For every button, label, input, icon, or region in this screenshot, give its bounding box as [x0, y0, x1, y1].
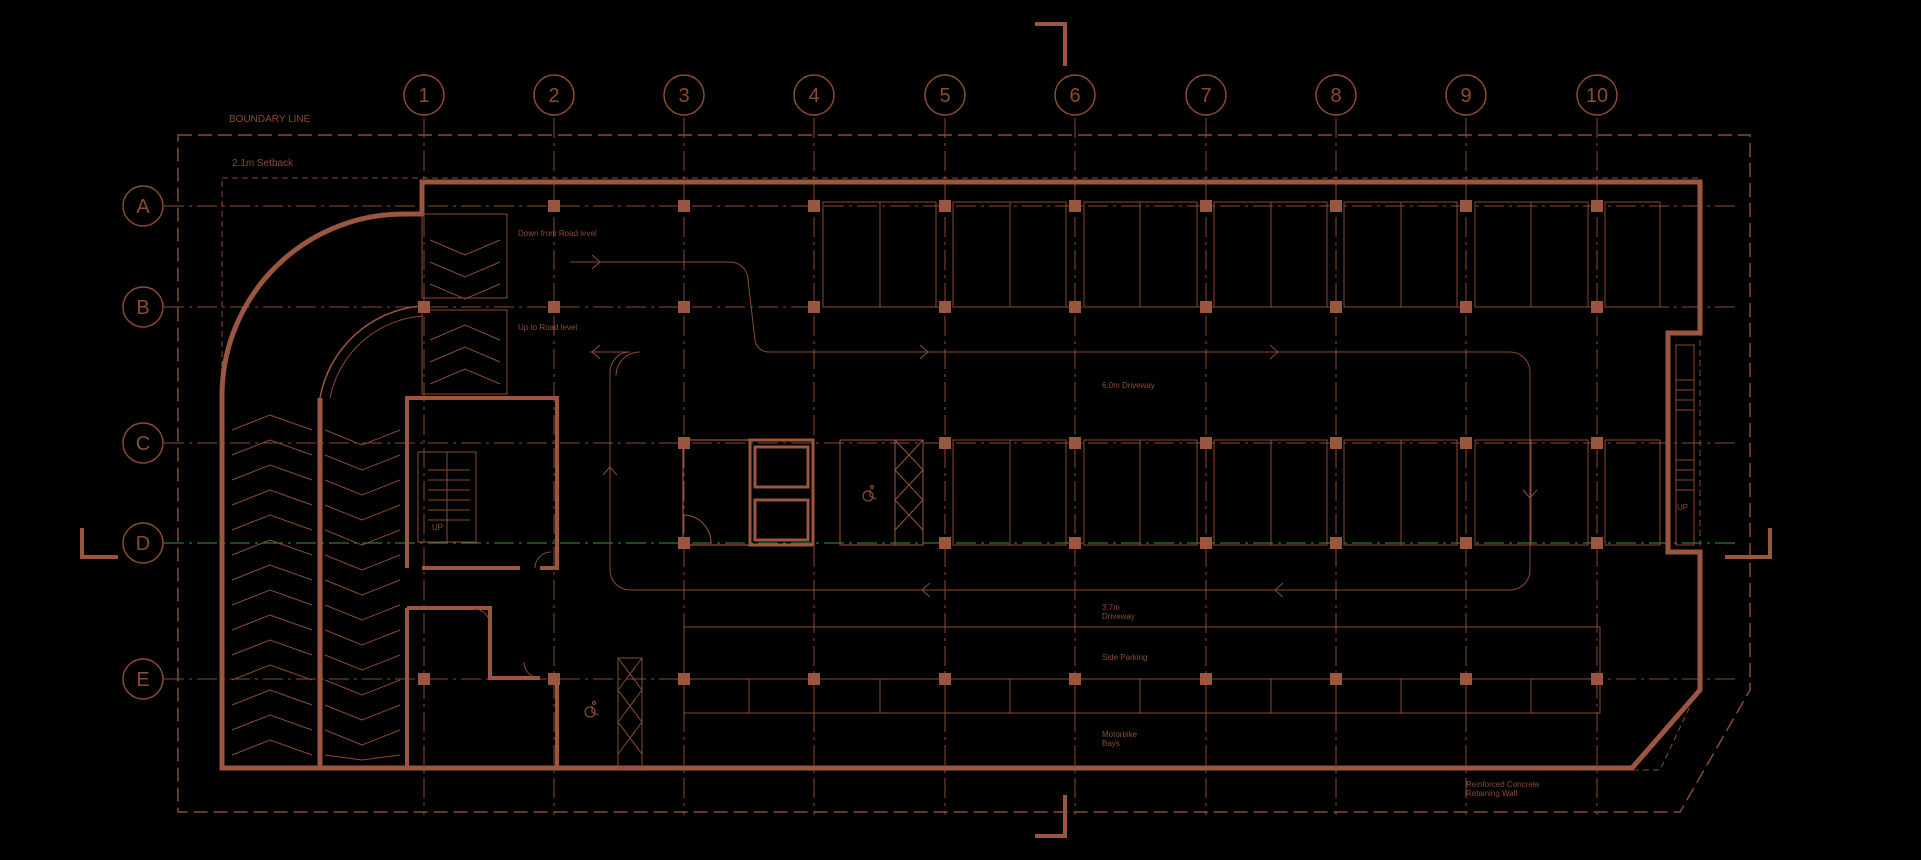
- section-marker-bottom: [1035, 795, 1067, 838]
- row-bubble-e: [122, 658, 164, 700]
- row-label-a: A: [136, 196, 150, 218]
- stair-core: [405, 396, 559, 768]
- down-from-road-label: Down from Road level: [518, 229, 597, 238]
- driveway-6m-label: 6.0m Driveway: [1102, 381, 1155, 390]
- up-to-road-label: Up to Road level: [518, 323, 577, 332]
- setback-line: [221, 177, 1701, 771]
- structural-columns: [418, 200, 1603, 685]
- exterior-walls: [219, 179, 1703, 771]
- right-stair: [1675, 344, 1695, 546]
- column-bubbles: [403, 74, 1618, 116]
- stair-treads: [417, 451, 552, 679]
- stair-up-label: UP: [432, 523, 443, 532]
- row-bubbles: [122, 185, 164, 700]
- row-label-c: C: [136, 433, 150, 455]
- lift-core: [682, 438, 924, 547]
- column-label-7: 7: [1200, 85, 1211, 107]
- wheelchair-icon: [584, 700, 599, 718]
- wheelchair-icon: [862, 484, 877, 502]
- column-bubble-1: [403, 74, 445, 116]
- row-bubble-a: [122, 185, 164, 227]
- side-parking-strip: [683, 626, 1601, 714]
- boundary-line: [177, 134, 1751, 813]
- row-label-d: D: [136, 533, 150, 555]
- section-marker-top: [1035, 22, 1067, 66]
- row-label-e: E: [136, 669, 149, 691]
- horizontal-grid-lines: [164, 205, 1740, 680]
- column-label-2: 2: [548, 85, 559, 107]
- column-bubble-8: [1315, 74, 1357, 116]
- column-bubble-5: [924, 74, 966, 116]
- motorbike-label-b: Bays: [1102, 739, 1120, 748]
- column-label-5: 5: [939, 85, 950, 107]
- column-label-6: 6: [1069, 85, 1080, 107]
- column-bubble-2: [533, 74, 575, 116]
- vertical-grid-lines: [423, 118, 1598, 815]
- column-label-9: 9: [1460, 85, 1471, 107]
- column-bubble-3: [663, 74, 705, 116]
- column-label-3: 3: [678, 85, 689, 107]
- column-bubble-10: [1576, 74, 1618, 116]
- column-bubble-4: [793, 74, 835, 116]
- section-markers: [80, 22, 1772, 838]
- ramp-guide-line: [329, 315, 423, 399]
- service-shaft: [617, 657, 643, 769]
- row-bubble-c: [122, 422, 164, 464]
- driveway-37-label-b: Driveway: [1102, 612, 1135, 621]
- column-label-4: 4: [808, 85, 819, 107]
- column-label-10: 10: [1586, 85, 1608, 107]
- retaining-wall-label-b: Retaining Wall: [1466, 789, 1518, 798]
- ramp-chevrons: [231, 414, 401, 761]
- row-bubble-d: [122, 522, 164, 564]
- column-bubble-6: [1054, 74, 1096, 116]
- column-bubble-7: [1185, 74, 1227, 116]
- outer-wall: [219, 179, 1703, 771]
- driveway-37-label-a: 3.7m: [1102, 603, 1120, 612]
- traffic-arrows: [591, 254, 1538, 598]
- column-label-8: 8: [1330, 85, 1341, 107]
- right-stair-up-label: UP: [1677, 503, 1688, 512]
- row-bubble-b: [122, 286, 164, 328]
- parking-bays-top: [822, 201, 1661, 308]
- column-bubble-9: [1445, 74, 1487, 116]
- section-marker-right: [1725, 528, 1772, 559]
- retaining-wall-label-a: Reinforced Concrete: [1466, 780, 1540, 789]
- traffic-route: [570, 261, 1531, 591]
- side-parking-label: Side Parking: [1102, 653, 1147, 662]
- setback-label: 2.1m Setback: [232, 158, 294, 169]
- entry-ramp: [421, 213, 508, 395]
- motorbike-label-a: Motorbike: [1102, 730, 1138, 739]
- row-label-b: B: [136, 297, 149, 319]
- ramp-curve-inner[interactable]: [319, 305, 423, 399]
- boundary-line-label: BOUNDARY LINE: [229, 114, 311, 125]
- column-label-1: 1: [418, 85, 429, 107]
- parking-bays-middle: [952, 439, 1661, 546]
- section-marker-left: [80, 528, 118, 559]
